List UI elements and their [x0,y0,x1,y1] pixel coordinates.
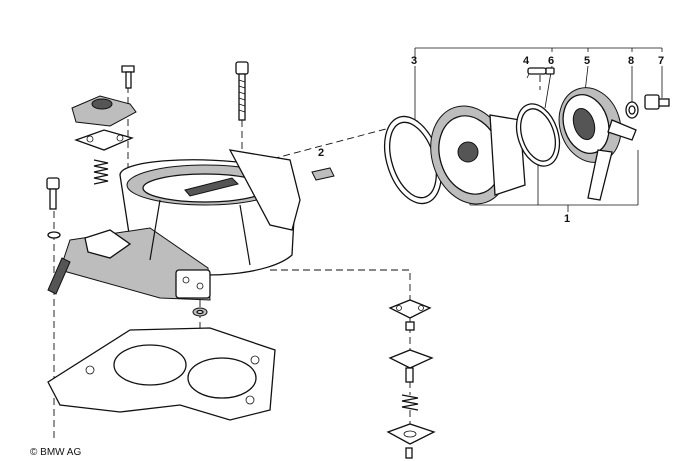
screw-left [46,177,61,239]
part-3-ring-gasket [383,115,443,205]
pump-spring [93,159,109,185]
callout-7: 7 [658,55,664,67]
copyright-notice: © BMW AG [30,447,81,458]
callout-3: 3 [411,55,417,67]
long-bolt [235,61,249,121]
needle-valve-assembly [386,299,436,459]
callout-4: 4 [523,55,530,67]
callout-8: 8 [628,55,634,67]
part-6-o-ring [515,103,561,167]
callout-6: 6 [548,55,554,67]
accelerator-pump-cover [71,95,137,151]
part-7-banjo-bolt [644,94,670,110]
callout-2: 2 [318,147,324,159]
screw-small-top [121,65,135,89]
part-2-block [311,167,335,181]
part-5-water-cap [558,87,637,201]
callout-5: 5 [584,55,590,67]
part-4-screw [527,67,555,75]
part-8-washer [625,101,639,119]
base-gasket [47,327,276,421]
washer [192,307,208,317]
callout-1: 1 [564,213,570,225]
choke-housing [430,105,526,205]
carburetor-body [47,149,301,301]
callout-bracket [414,47,663,212]
